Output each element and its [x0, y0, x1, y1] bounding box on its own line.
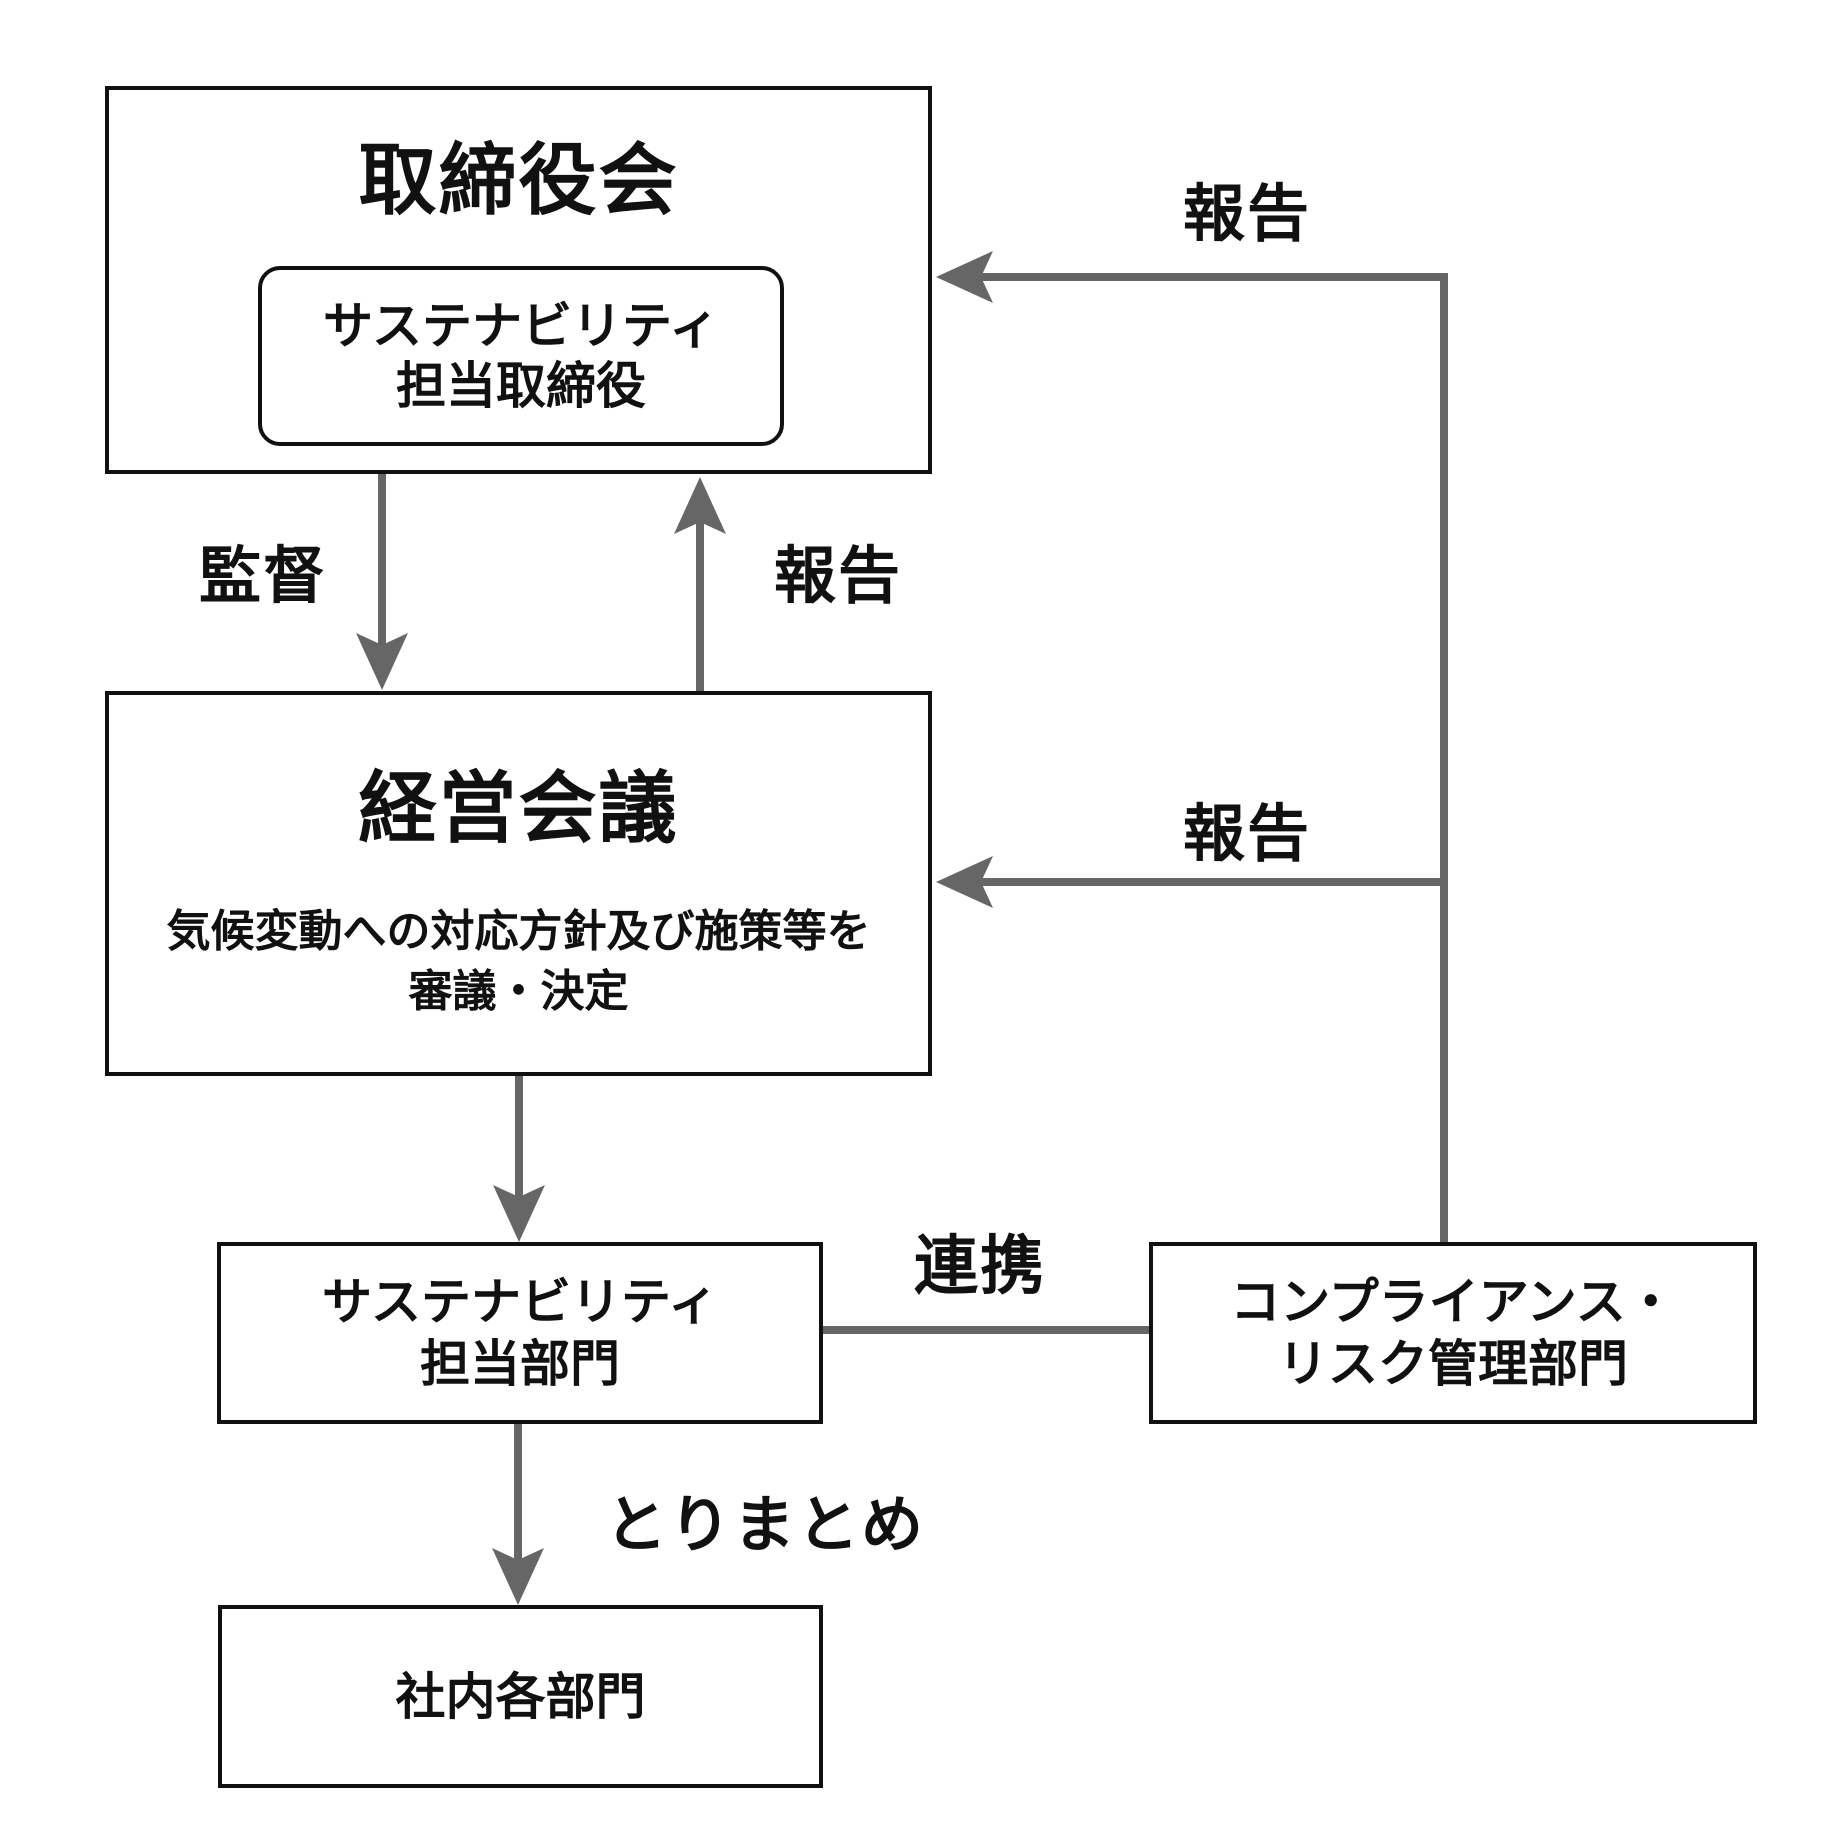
- management-meeting-title: 経営会議: [358, 764, 679, 852]
- report-to-board-label: 報告: [1182, 180, 1312, 249]
- sustainability-director-line2: 担当取締役: [396, 358, 646, 414]
- compilation-label: とりまとめ: [604, 1491, 926, 1560]
- management-meeting-desc-line2: 審議・決定: [408, 967, 629, 1016]
- report-to-board-arrow: [936, 251, 1448, 1242]
- compilation-arrow: [492, 1424, 544, 1605]
- sustainability-director-box: サステナビリティ 担当取締役: [258, 266, 784, 446]
- sustainability-director-line1: サステナビリティ: [323, 298, 719, 354]
- meeting-to-dept-arrow: [493, 1076, 545, 1242]
- compliance-risk-dept-line1: コンプライアンス・: [1230, 1274, 1676, 1330]
- collaboration-label: 連携: [914, 1230, 1046, 1302]
- management-meeting-desc: 気候変動への対応方針及び施策等を 審議・決定: [109, 902, 928, 1022]
- supervision-label: 監督: [198, 542, 328, 611]
- report-up-arrow: [674, 477, 726, 691]
- sustainability-dept-line1: サステナビリティ: [322, 1274, 718, 1330]
- internal-departments-title: 社内各部門: [395, 1668, 646, 1725]
- report-up-label: 報告: [773, 542, 903, 611]
- management-meeting-box: 経営会議 気候変動への対応方針及び施策等を 審議・決定: [105, 691, 932, 1076]
- report-to-meeting-arrow: [936, 856, 1444, 908]
- sustainability-dept-line2: 担当部門: [420, 1336, 620, 1392]
- internal-departments-box: 社内各部門: [218, 1605, 823, 1788]
- compliance-risk-dept-box: コンプライアンス・ リスク管理部門: [1149, 1242, 1757, 1424]
- compliance-risk-dept-line2: リスク管理部門: [1278, 1336, 1628, 1392]
- supervision-arrow: [356, 474, 408, 690]
- report-to-meeting-label: 報告: [1182, 800, 1312, 869]
- management-meeting-desc-line1: 気候変動への対応方針及び施策等を: [166, 907, 871, 956]
- sustainability-dept-box: サステナビリティ 担当部門: [217, 1242, 823, 1424]
- board-of-directors-title: 取締役会: [358, 136, 679, 224]
